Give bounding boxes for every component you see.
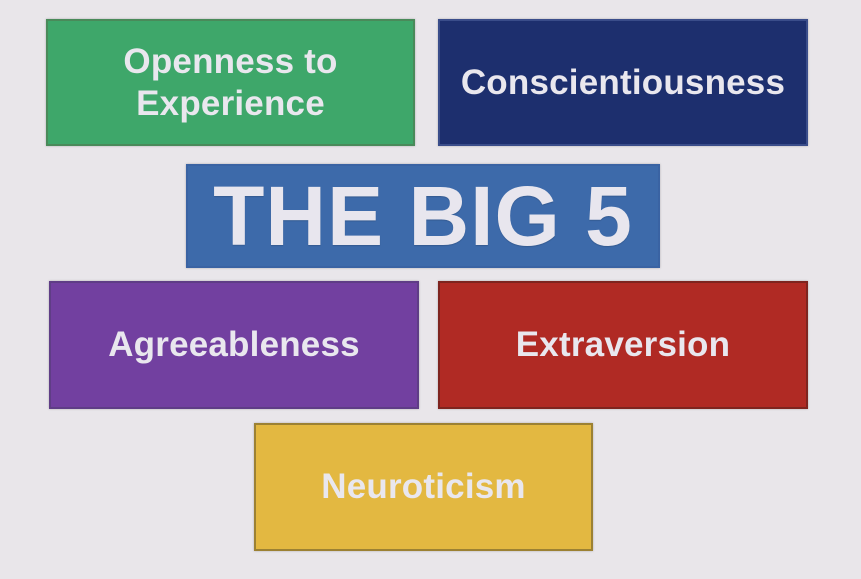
trait-box-extraversion: Extraversion — [438, 281, 808, 409]
trait-box-openness: Openness to Experience — [46, 19, 415, 146]
trait-label-agreeableness: Agreeableness — [108, 325, 360, 364]
trait-box-conscientiousness: Conscientiousness — [438, 19, 808, 146]
trait-label-neuroticism: Neuroticism — [321, 467, 526, 506]
title-box: THE BIG 5 — [186, 164, 660, 268]
trait-box-agreeableness: Agreeableness — [49, 281, 419, 409]
trait-label-conscientiousness: Conscientiousness — [460, 62, 786, 102]
diagram-title: THE BIG 5 — [213, 169, 633, 263]
trait-label-openness: Openness to Experience — [123, 41, 338, 123]
trait-label-extraversion: Extraversion — [515, 325, 731, 364]
trait-box-neuroticism: Neuroticism — [254, 423, 593, 551]
